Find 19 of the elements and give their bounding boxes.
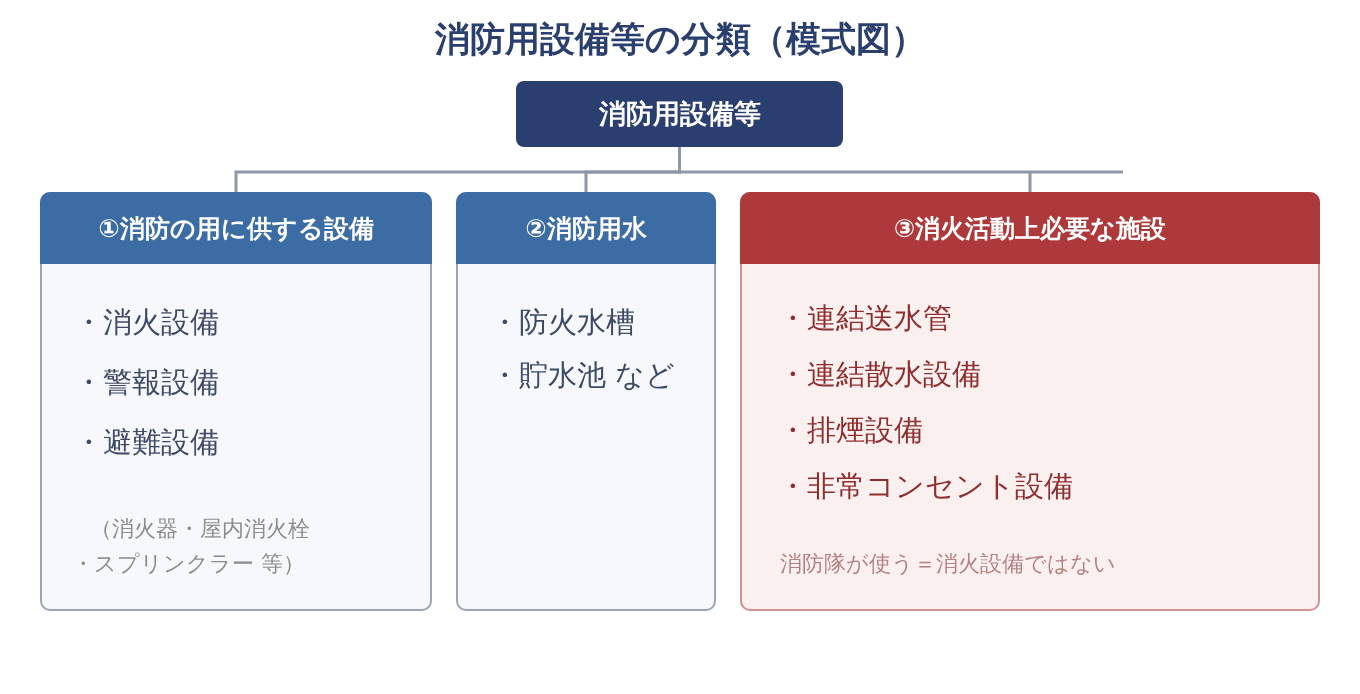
note-text: （消火器・屋内消火栓・スプリンクラー 等） (72, 515, 311, 578)
category-header: ②消防用水 (456, 192, 716, 264)
list-item: ・連結送水管 (778, 300, 952, 338)
list-item: ・排煙設備 (778, 412, 923, 450)
category-card (740, 192, 1320, 611)
list-item: ・消火設備 (74, 304, 219, 342)
diagram-title: 消防用設備等の分類（模式図） (433, 18, 927, 61)
list-item: ・非常コンセント設備 (778, 468, 1073, 506)
category-header: ①消防の用に供する設備 (40, 192, 432, 264)
list-item: ・防火水槽 (490, 304, 635, 342)
category-card (456, 192, 716, 611)
list-item: ・警報設備 (74, 364, 219, 402)
list-item: ・避難設備 (74, 424, 219, 462)
list-item: ・貯水池 など (490, 357, 676, 395)
category-header: ③消火活動上必要な施設 (740, 192, 1320, 264)
root-box: 消防用設備等 (516, 81, 843, 147)
note-text: 消防隊が使う＝消火設備ではない (780, 550, 1117, 578)
list-item: ・連結散水設備 (778, 356, 981, 394)
category-card (40, 192, 432, 611)
